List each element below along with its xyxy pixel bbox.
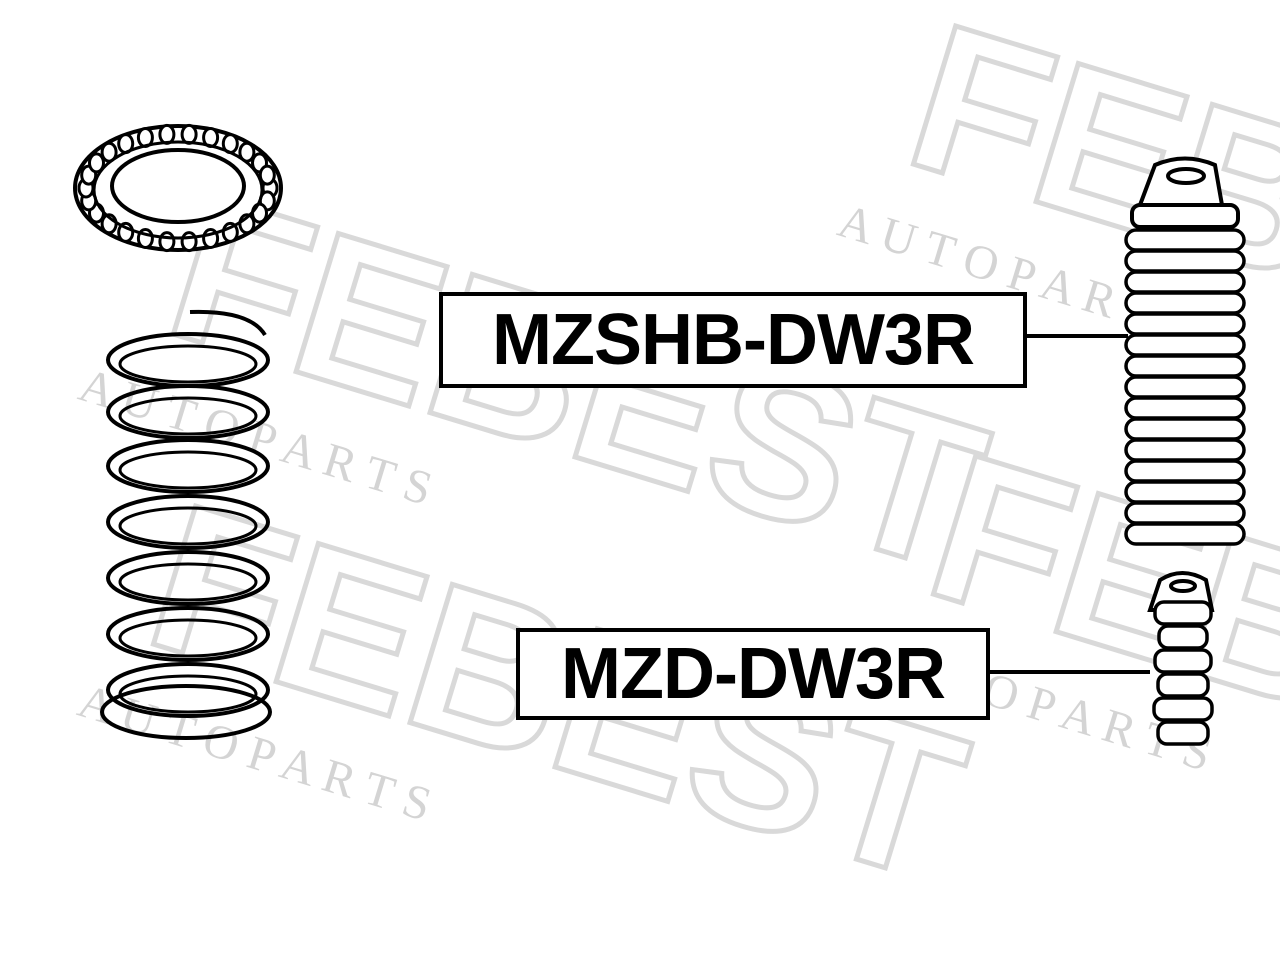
spring-coil-inner <box>118 618 258 658</box>
spring-coil-inner <box>118 344 258 384</box>
spring-coil-outer <box>106 550 270 606</box>
boot-bellow <box>1124 375 1246 399</box>
spring-coil-inner <box>118 506 258 546</box>
dust-boot-icon <box>1124 156 1246 546</box>
spring-coil-outer <box>106 606 270 662</box>
bump-stop-rib <box>1156 720 1210 746</box>
part-label-dust-boot: MZSHB-DW3R <box>439 292 1027 388</box>
boot-bellow <box>1124 291 1246 315</box>
spring-seat-tooth <box>258 164 276 186</box>
spring-coil-outer <box>106 662 270 718</box>
boot-bellow <box>1124 354 1246 378</box>
spring-end-top <box>189 309 267 337</box>
boot-bellow <box>1124 396 1246 420</box>
boot-bellow <box>1124 501 1246 525</box>
bump-stop-rib <box>1152 696 1214 722</box>
boot-bellow <box>1124 333 1246 357</box>
spring-seat-icon <box>73 123 283 253</box>
spring-seat-tooth <box>88 152 105 174</box>
boot-bellow <box>1124 438 1246 462</box>
boot-bellow <box>1124 417 1246 441</box>
boot-bellow <box>1124 270 1246 294</box>
spring-coil-inner <box>118 396 258 436</box>
coil-spring-icon <box>100 309 272 740</box>
spring-seat-tooth <box>158 231 176 253</box>
boot-bellow <box>1124 480 1246 504</box>
bump-stop-rib <box>1156 672 1210 698</box>
bump-stop-rib <box>1157 624 1209 650</box>
bump-stop-rib <box>1153 648 1213 674</box>
spring-coil-outer <box>106 438 270 494</box>
boot-bellow <box>1124 249 1246 273</box>
boot-bellow <box>1124 312 1246 336</box>
boot-bellow <box>1124 228 1246 252</box>
boot-bellow <box>1124 522 1246 546</box>
spring-coil-inner <box>118 450 258 490</box>
spring-coil-outer <box>106 494 270 550</box>
spring-end-bottom <box>100 684 272 740</box>
spring-seat-tooth <box>180 231 198 253</box>
part-label-bump-stop: MZD-DW3R <box>516 628 990 720</box>
bump-stop-icon <box>1147 571 1215 746</box>
boot-bellow <box>1124 459 1246 483</box>
bump-stop-rib <box>1153 600 1213 626</box>
spring-coil-inner <box>118 562 258 602</box>
